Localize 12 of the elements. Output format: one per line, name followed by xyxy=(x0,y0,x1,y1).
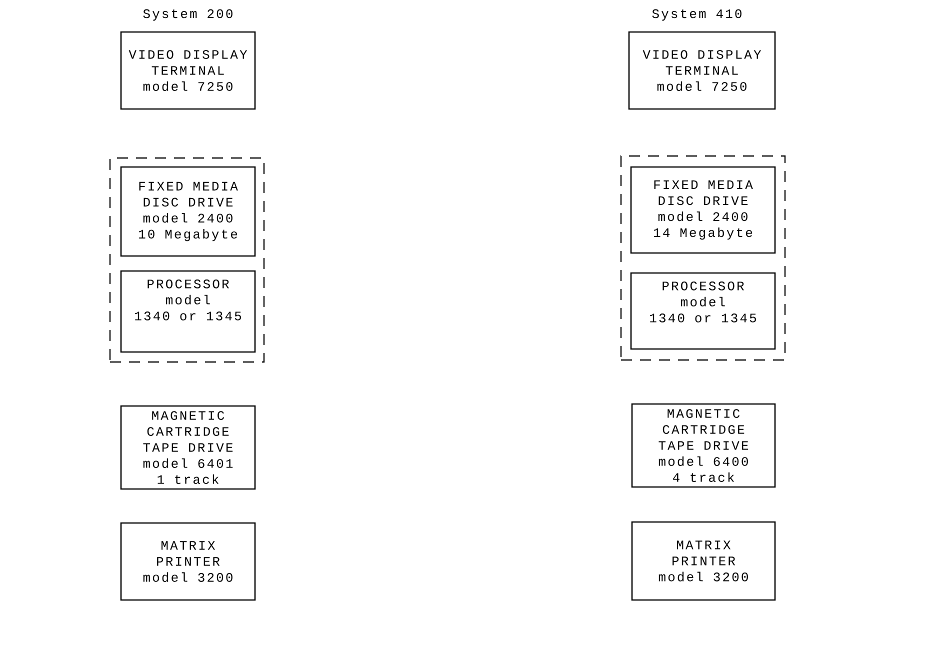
device-box: MATRIX PRINTER model 3200 xyxy=(631,521,776,601)
device-box: VIDEO DISPLAY TERMINAL model 7250 xyxy=(628,31,776,110)
device-box: VIDEO DISPLAY TERMINAL model 7250 xyxy=(120,31,256,110)
device-box: FIXED MEDIA DISC DRIVE model 2400 14 Megabyte xyxy=(630,166,776,254)
dashed-box xyxy=(620,155,786,361)
device-box: PROCESSOR model 1340 or 1345 xyxy=(630,272,776,350)
device-box: MAGNETIC CARTRIDGE TAPE DRIVE model 6400 4 track xyxy=(631,403,776,488)
dashed-box xyxy=(109,157,265,363)
device-box: MATRIX PRINTER model 3200 xyxy=(120,522,256,601)
device-box: MAGNETIC CARTRIDGE TAPE DRIVE model 6401 1 track xyxy=(120,405,256,490)
device-box: PROCESSOR model 1340 or 1345 xyxy=(120,270,256,353)
device-box: FIXED MEDIA DISC DRIVE model 2400 10 Megabyte xyxy=(120,166,256,257)
